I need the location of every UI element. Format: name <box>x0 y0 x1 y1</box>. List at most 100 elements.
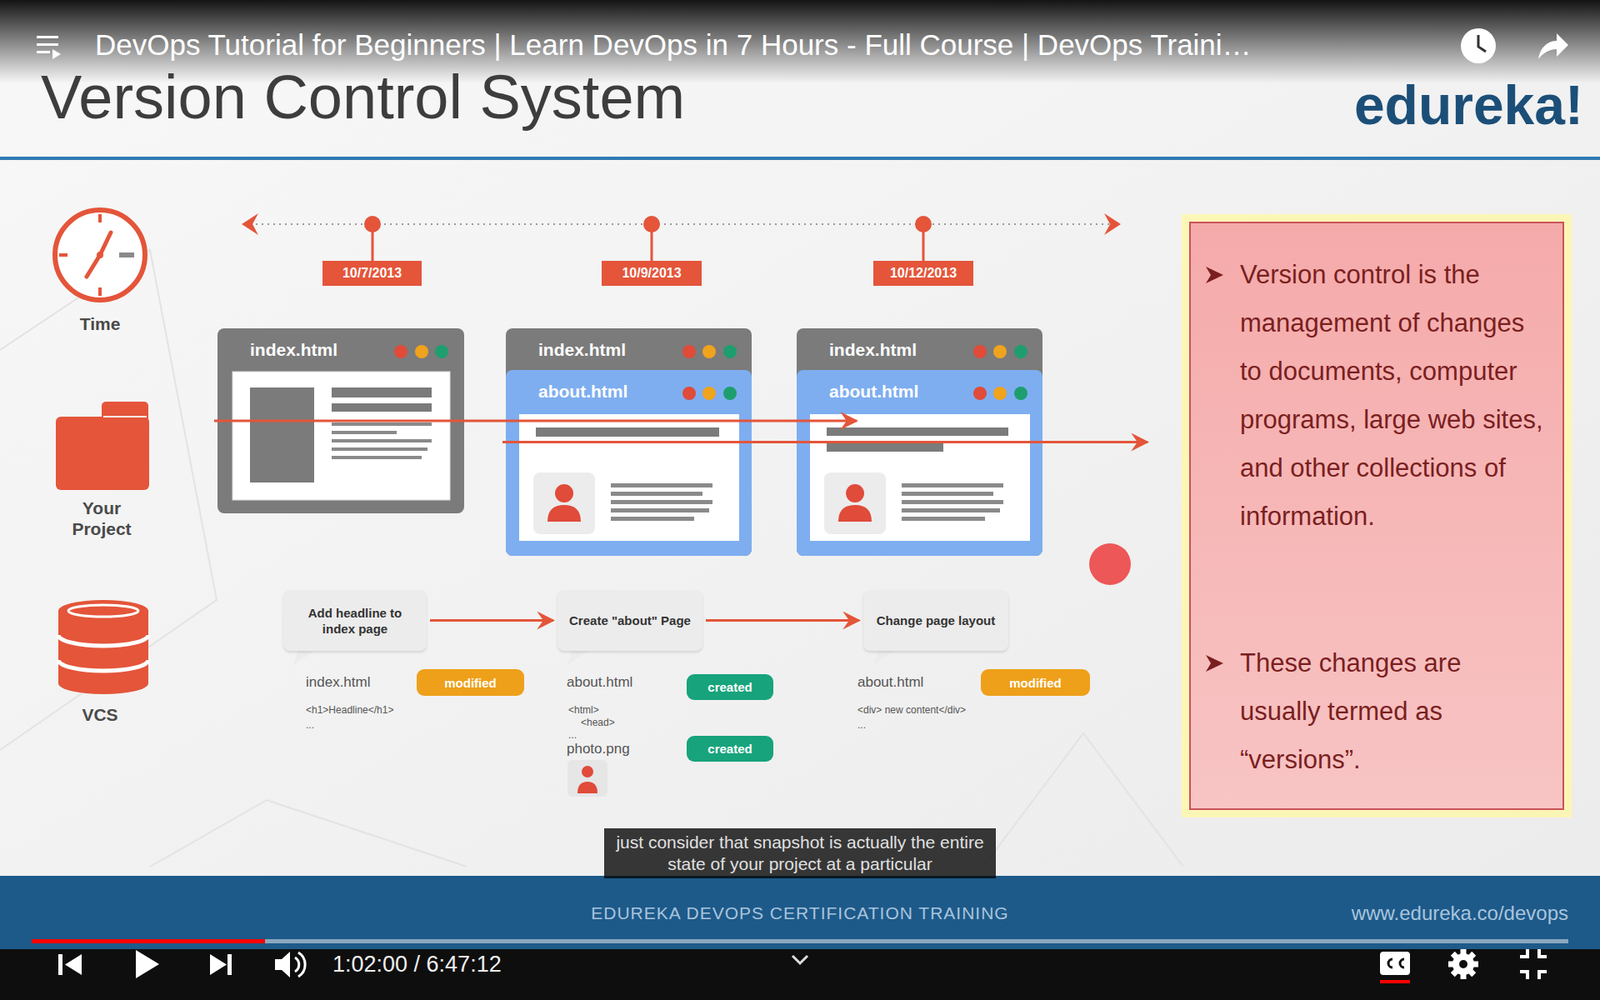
slide-title: Version Control System <box>40 66 685 129</box>
timeline <box>1104 213 1121 235</box>
code-snippet: ... <box>857 719 866 731</box>
file-name: about.html <box>566 674 633 691</box>
window-illustration-3 <box>973 386 987 400</box>
window-illustration-1 <box>331 422 432 460</box>
window-illustration-2 <box>533 472 595 535</box>
flow-arrow <box>502 440 1148 444</box>
window-illustration-2 <box>702 345 716 359</box>
code-snippet: <h1>Headline</h1> <box>305 704 394 716</box>
date-tag: 10/9/2013 <box>601 260 702 286</box>
callout-tail <box>873 649 897 665</box>
timeline <box>915 215 932 233</box>
database-icon <box>68 605 139 617</box>
status-badge: created <box>686 674 774 700</box>
file-window: index.html <box>217 328 565 514</box>
window-illustration-3 <box>824 472 886 535</box>
icon-caption: Your Project <box>60 497 144 540</box>
window-illustration-3 <box>901 508 1000 513</box>
window-illustration-2 <box>610 516 695 521</box>
clock-icon <box>86 232 111 277</box>
window-illustration-2 <box>723 345 737 359</box>
status-badge-text: modified <box>1009 675 1062 690</box>
window-illustration-2 <box>547 505 581 522</box>
share-icon <box>1538 33 1569 60</box>
window-illustration-1 <box>435 345 449 359</box>
definition-box-text: Version control is the management of cha… <box>1240 250 1549 541</box>
progress-bar <box>31 939 1569 944</box>
icon-caption: Time <box>80 313 121 335</box>
window-illustration-3 <box>901 483 1004 521</box>
database-icon <box>58 635 149 671</box>
settings-button <box>1471 961 1479 968</box>
change-callout-text: Change page layout <box>876 612 996 629</box>
chapter-chevron <box>792 955 808 964</box>
background-pattern <box>983 733 1184 867</box>
clock-icon <box>55 210 145 300</box>
folder-icon <box>55 416 150 490</box>
playlist-icon <box>36 50 50 54</box>
window-illustration-3 <box>901 500 1004 505</box>
file-name: about.html <box>857 674 924 691</box>
window-illustration-2 <box>610 500 713 505</box>
window-illustration-1 <box>394 345 408 359</box>
date-tag-text: 10/7/2013 <box>342 265 402 281</box>
window-illustration-1 <box>331 403 432 412</box>
database-icon <box>58 672 149 695</box>
change-callout-text: Add headline to index page <box>305 605 405 637</box>
clock-icon <box>119 252 135 258</box>
photo-icon <box>581 765 594 778</box>
file-window-text: index.html <box>538 339 853 361</box>
date-tag: 10/12/2013 <box>873 260 974 286</box>
window-illustration-2 <box>610 483 713 521</box>
status-badge: modified <box>980 669 1090 696</box>
watch-later-icon <box>1478 35 1486 52</box>
previous-button <box>58 954 82 975</box>
change-callout: Add headline to index page <box>283 590 427 651</box>
window-illustration-1 <box>232 371 450 500</box>
definition-box: Version control is the management of cha… <box>1190 222 1564 810</box>
window-illustration-3 <box>973 345 987 359</box>
brand-logo: edureka! <box>1354 72 1584 139</box>
file-window-text: index.html <box>829 339 1144 361</box>
playlist-icon <box>52 49 61 60</box>
window-illustration-3 <box>901 483 1004 488</box>
definition-box-shape <box>1205 266 1224 284</box>
window-illustration-3 <box>1014 345 1028 359</box>
timeline <box>364 215 381 233</box>
file-name: index.html <box>305 674 370 691</box>
change-callout-text: Create "about" Page <box>569 612 691 629</box>
slide-background <box>0 0 1600 950</box>
clock-icon <box>59 214 100 296</box>
captions-button <box>1388 959 1405 968</box>
window-illustration-2 <box>535 427 720 437</box>
captions-button <box>1380 980 1410 984</box>
flow-arrow <box>214 420 857 423</box>
window-illustration-1 <box>331 387 432 398</box>
window-illustration-3 <box>1014 386 1028 400</box>
play-button <box>135 950 160 979</box>
player-controls-bar <box>0 949 1600 1000</box>
clock-icon <box>55 210 145 300</box>
window-illustration-1 <box>415 345 429 359</box>
playlist-icon <box>36 35 61 60</box>
window-illustration-2 <box>555 484 574 503</box>
window-illustration-2 <box>519 414 740 541</box>
footer-band: EDUREKA DEVOPS CERTIFICATION TRAININGwww… <box>0 875 1600 950</box>
date-tag: 10/7/2013 <box>322 260 422 286</box>
settings-button <box>1448 961 1455 968</box>
settings-button <box>1448 949 1479 980</box>
change-callout: Change page layout <box>863 590 1009 651</box>
flow-arrow <box>430 619 554 622</box>
status-badge: modified <box>416 669 525 696</box>
file-name: photo.png <box>566 740 630 758</box>
next-button <box>210 954 227 975</box>
time-display: 1:02:00 / 6:47:12 <box>332 950 502 978</box>
code-snippet: ... <box>568 729 577 741</box>
callout-tail <box>567 649 591 665</box>
database-icon <box>58 600 149 622</box>
footer-band-shape <box>0 875 1600 950</box>
page-panel-text: about.html <box>538 380 853 403</box>
code-snippet: <html> <box>568 704 600 716</box>
photo-icon <box>567 760 608 797</box>
